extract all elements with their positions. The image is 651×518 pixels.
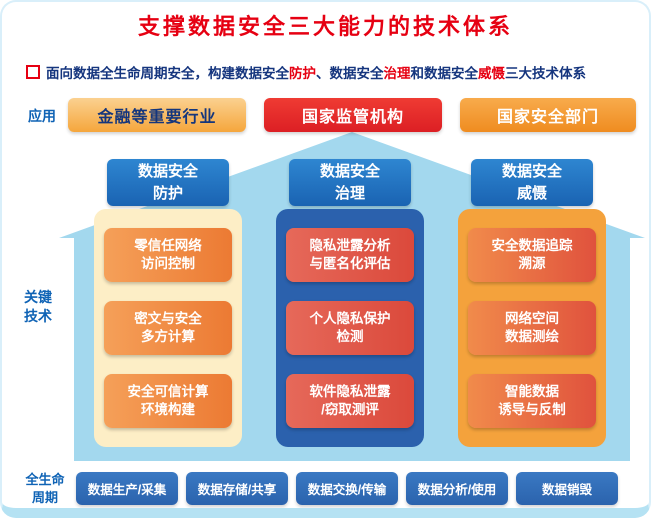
app-box-finance-industry: 金融等重要行业 bbox=[68, 98, 246, 132]
lifecycle-stage: 数据分析/使用 bbox=[406, 472, 508, 505]
red-square-bullet-icon bbox=[26, 65, 40, 79]
subtitle-segment-highlight: 治理 bbox=[383, 66, 411, 81]
tech-item: 安全可信计算 环境构建 bbox=[104, 374, 232, 428]
lifecycle-stage: 数据存储/共享 bbox=[186, 472, 288, 505]
subtitle-segment: 面向数据全生命周期安全，构建数据安全 bbox=[46, 66, 289, 81]
lifecycle-stage: 数据生产/采集 bbox=[76, 472, 178, 505]
row-label-lifecycle: 全生命 周期 bbox=[25, 472, 65, 505]
page-title: 支撑数据安全三大能力的技术体系 bbox=[137, 14, 513, 39]
pillar-header: 数据安全 防护 bbox=[107, 159, 229, 206]
pillar-header: 数据安全 治理 bbox=[289, 159, 411, 206]
pillar-header: 数据安全 威慑 bbox=[471, 159, 593, 206]
tech-item: 智能数据 诱导与反制 bbox=[468, 374, 596, 428]
tech-item: 零信任网络 访问控制 bbox=[104, 228, 232, 282]
tech-item: 安全数据追踪 溯源 bbox=[468, 228, 596, 282]
pillar-panel: 安全数据追踪 溯源 网络空间 数据测绘 智能数据 诱导与反制 bbox=[458, 209, 606, 447]
pillar-data-security-governance: 数据安全 治理 隐私泄露分析 与匿名化评估 个人隐私保护 检测 软件隐私泄露 /… bbox=[276, 159, 424, 447]
subtitle: 面向数据全生命周期安全，构建数据安全 防护 、数据安全 治理 和数据安全 威慑 … bbox=[26, 62, 586, 82]
subtitle-segment: 三大技术体系 bbox=[505, 66, 586, 81]
tech-item: 密文与安全 多方计算 bbox=[104, 301, 232, 355]
pillar-data-security-protection: 数据安全 防护 零信任网络 访问控制 密文与安全 多方计算 安全可信计算 环境构… bbox=[94, 159, 242, 447]
app-box-national-security-dept: 国家安全部门 bbox=[460, 98, 636, 132]
subtitle-segment: 和数据安全 bbox=[410, 66, 479, 81]
subtitle-segment-highlight: 威慑 bbox=[478, 66, 505, 81]
subtitle-segment-highlight: 防护 bbox=[289, 66, 316, 81]
app-box-state-regulator: 国家监管机构 bbox=[264, 98, 442, 132]
lifecycle-stage: 数据销毁 bbox=[516, 472, 618, 505]
subtitle-segment: 、数据安全 bbox=[316, 66, 384, 81]
row-label-key-technology: 关键 技术 bbox=[24, 289, 52, 324]
pillar-data-security-deterrence: 数据安全 威慑 安全数据追踪 溯源 网络空间 数据测绘 智能数据 诱导与反制 bbox=[458, 159, 606, 447]
tech-item: 软件隐私泄露 /窃取测评 bbox=[286, 374, 414, 428]
tech-item: 隐私泄露分析 与匿名化评估 bbox=[286, 228, 414, 282]
lifecycle-stage: 数据交换/传输 bbox=[296, 472, 398, 505]
pillar-panel: 零信任网络 访问控制 密文与安全 多方计算 安全可信计算 环境构建 bbox=[94, 209, 242, 447]
pillar-panel: 隐私泄露分析 与匿名化评估 个人隐私保护 检测 软件隐私泄露 /窃取测评 bbox=[276, 209, 424, 447]
row-label-application: 应用 bbox=[28, 108, 56, 124]
tech-item: 个人隐私保护 检测 bbox=[286, 301, 414, 355]
tech-item: 网络空间 数据测绘 bbox=[468, 301, 596, 355]
